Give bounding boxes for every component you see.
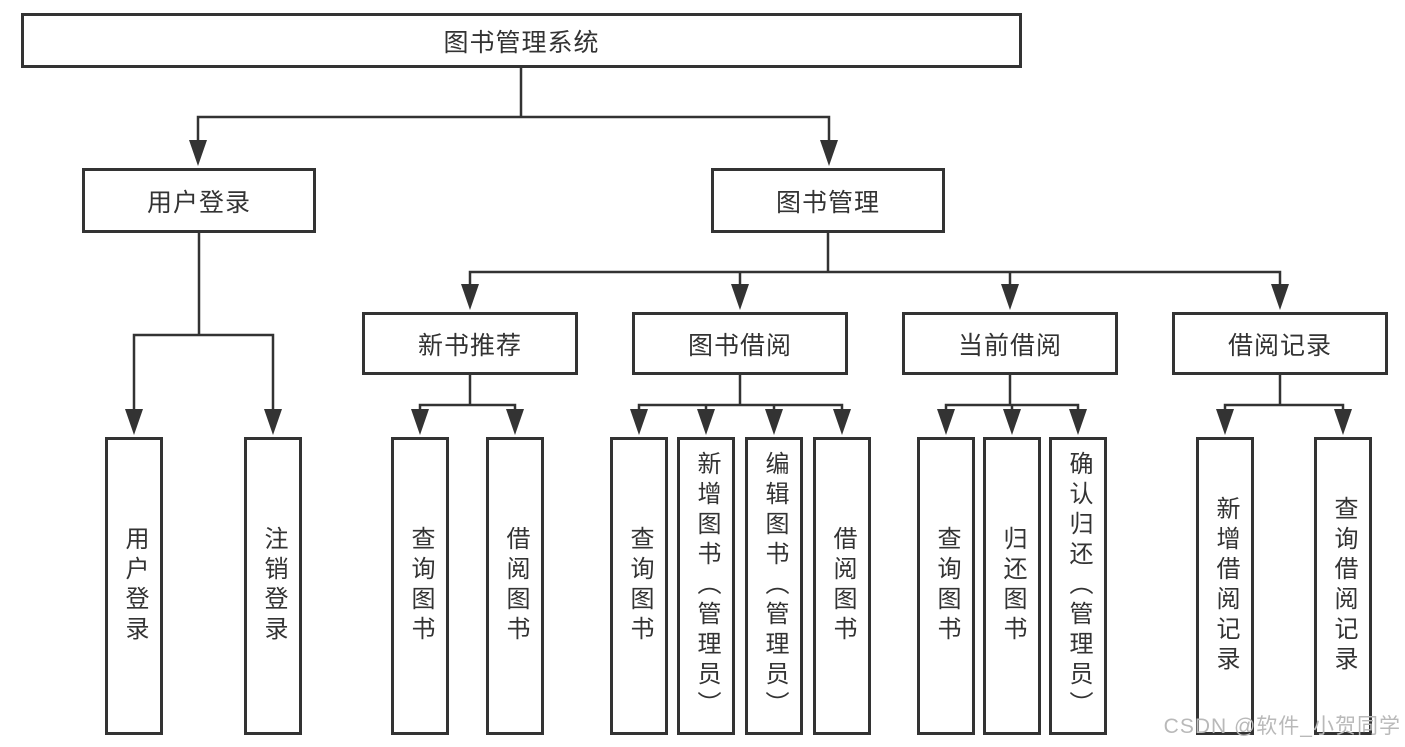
arrowhead-icon <box>1003 409 1021 435</box>
leaf-borrowing-edit-books-admin: 编辑图书（管理员） <box>745 437 803 735</box>
arrowhead-icon <box>506 409 524 435</box>
leaf-current-query-books: 查询图书 <box>917 437 975 735</box>
leaf-label: 查询图书 <box>407 526 434 646</box>
arrowhead-icon <box>1271 284 1289 310</box>
csdn-watermark: CSDN @软件_小贺同学 <box>1163 715 1401 738</box>
node-label: 当前借阅 <box>957 331 1062 360</box>
node-book-management: 图书管理 <box>711 168 945 233</box>
leaf-label: 查询借阅记录 <box>1330 496 1357 676</box>
node-label: 图书管理系统 <box>443 28 600 57</box>
leaf-recommend-borrow-books: 借阅图书 <box>486 437 544 735</box>
leaf-label: 查询图书 <box>626 526 653 646</box>
arrowhead-icon <box>411 409 429 435</box>
arrowhead-icon <box>833 409 851 435</box>
leaf-borrowing-borrow-books: 借阅图书 <box>813 437 871 735</box>
node-label: 图书管理 <box>775 188 880 217</box>
node-label: 用户登录 <box>146 188 251 217</box>
node-current-borrowing: 当前借阅 <box>902 312 1118 375</box>
leaf-borrowing-add-books-admin: 新增图书（管理员） <box>677 437 735 735</box>
arrowhead-icon <box>125 409 143 435</box>
arrowhead-icon <box>630 409 648 435</box>
arrowhead-icon <box>1334 409 1352 435</box>
node-label: 借阅记录 <box>1227 331 1332 360</box>
leaf-label: 用户登录 <box>121 526 148 646</box>
arrowhead-icon <box>1069 409 1087 435</box>
node-label: 新书推荐 <box>417 331 522 360</box>
arrowhead-icon <box>697 409 715 435</box>
leaf-recommend-query-books: 查询图书 <box>391 437 449 735</box>
leaf-label: 确认归还（管理员） <box>1065 451 1092 721</box>
leaf-label: 归还图书 <box>999 526 1026 646</box>
leaf-logout: 注销登录 <box>244 437 302 735</box>
leaf-user-login: 用户登录 <box>105 437 163 735</box>
arrowhead-icon <box>189 140 207 166</box>
leaf-records-add-borrow-record: 新增借阅记录 <box>1196 437 1254 735</box>
leaf-label: 编辑图书（管理员） <box>761 451 788 721</box>
leaf-label: 查询图书 <box>933 526 960 646</box>
node-library-management-system: 图书管理系统 <box>21 13 1022 68</box>
leaf-label: 借阅图书 <box>502 526 529 646</box>
leaf-label: 新增图书（管理员） <box>693 451 720 721</box>
leaf-borrowing-query-books: 查询图书 <box>610 437 668 735</box>
arrowhead-group <box>125 140 1352 435</box>
node-new-book-recommend: 新书推荐 <box>362 312 578 375</box>
arrowhead-icon <box>1001 284 1019 310</box>
arrowhead-icon <box>820 140 838 166</box>
arrowhead-icon <box>731 284 749 310</box>
node-user-login: 用户登录 <box>82 168 316 233</box>
node-label: 图书借阅 <box>687 331 792 360</box>
leaf-label: 借阅图书 <box>829 526 856 646</box>
arrowhead-icon <box>765 409 783 435</box>
leaf-label: 新增借阅记录 <box>1212 496 1239 676</box>
arrowhead-icon <box>937 409 955 435</box>
arrowhead-icon <box>1216 409 1234 435</box>
node-borrowing-records: 借阅记录 <box>1172 312 1388 375</box>
leaf-current-confirm-return-admin: 确认归还（管理员） <box>1049 437 1107 735</box>
leaf-label: 注销登录 <box>260 526 287 646</box>
arrowhead-icon <box>264 409 282 435</box>
leaf-current-return-books: 归还图书 <box>983 437 1041 735</box>
arrowhead-icon <box>461 284 479 310</box>
leaf-records-query-borrow-record: 查询借阅记录 <box>1314 437 1372 735</box>
node-book-borrowing: 图书借阅 <box>632 312 848 375</box>
